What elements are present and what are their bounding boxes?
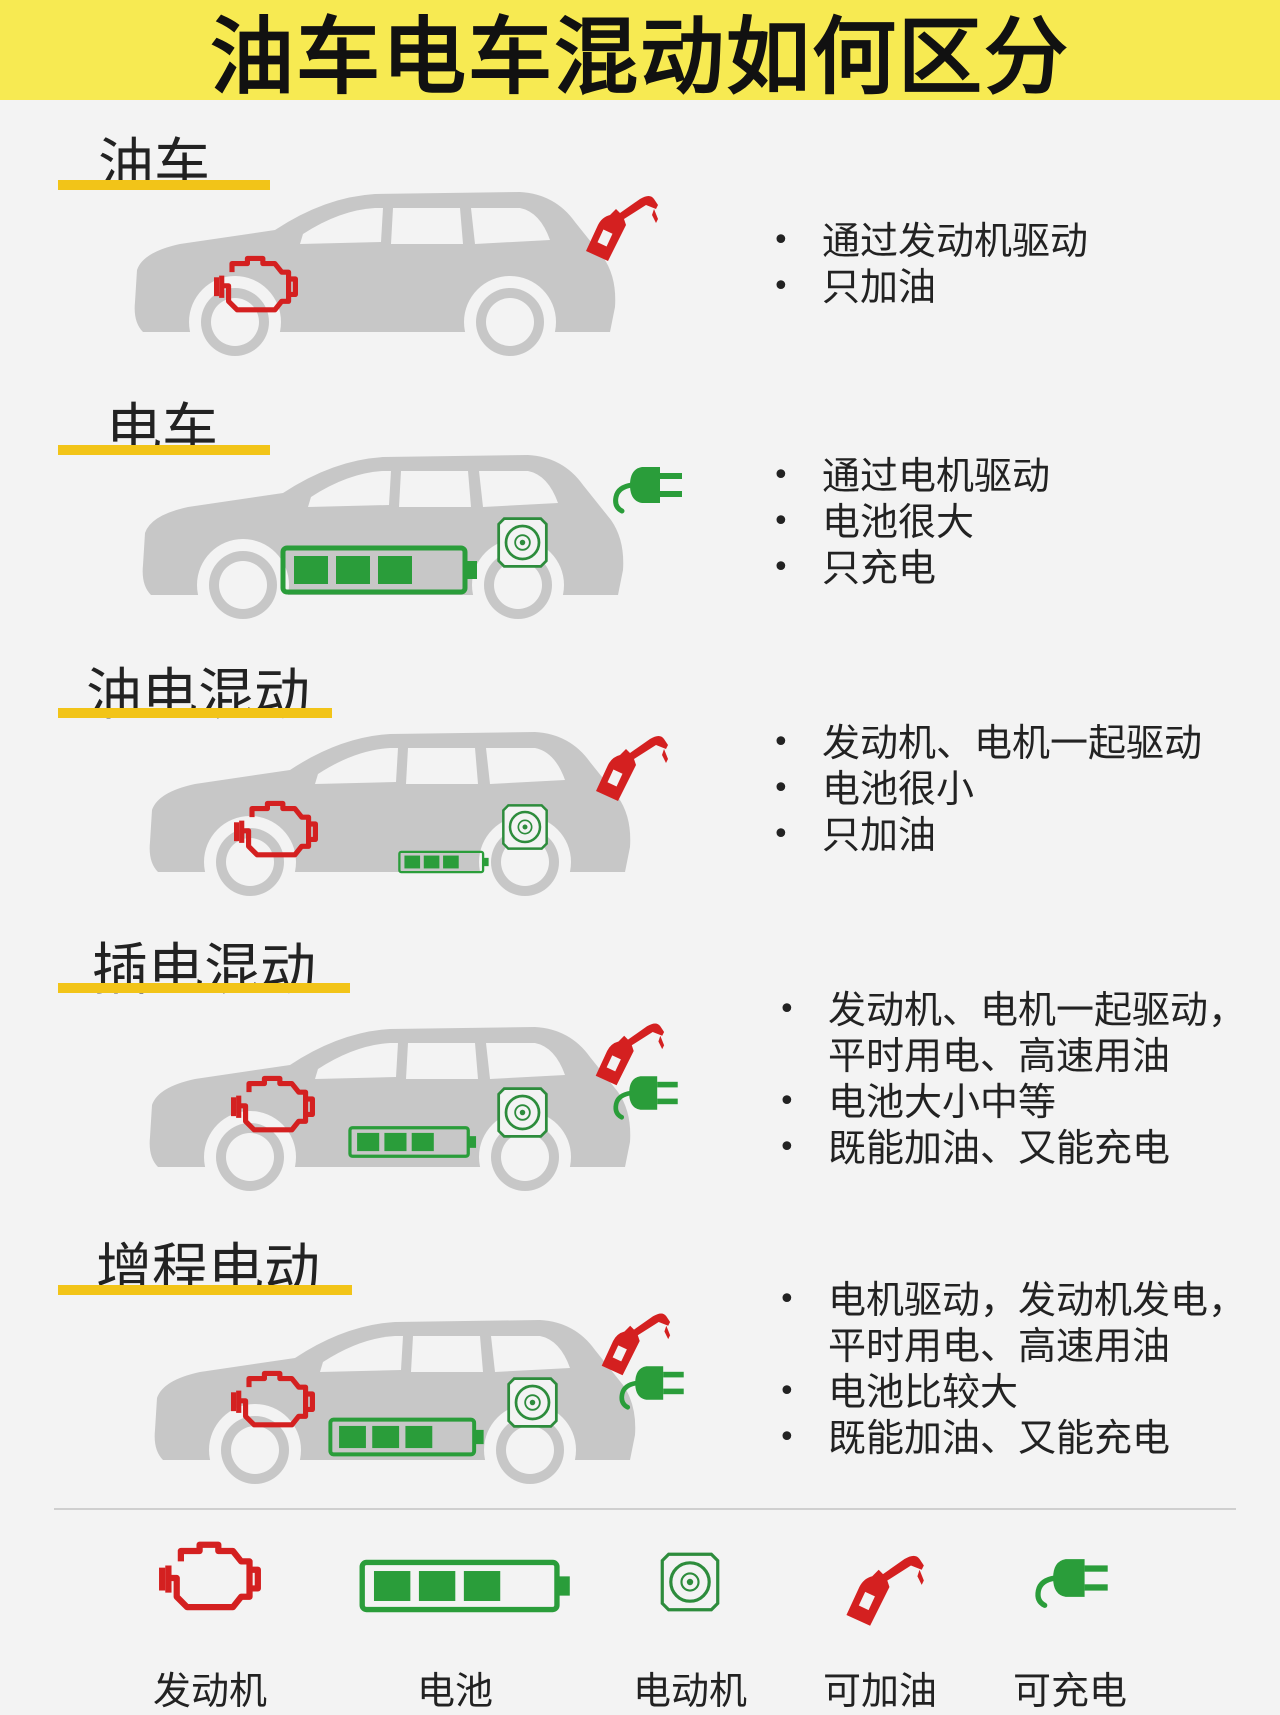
motor-icon bbox=[658, 1550, 722, 1614]
section-title: 油电混动 bbox=[86, 663, 310, 728]
charging-plug-icon bbox=[1030, 1546, 1114, 1610]
charging-plug-icon bbox=[608, 1065, 684, 1121]
motor-icon bbox=[495, 1085, 550, 1140]
motor-icon bbox=[505, 1375, 560, 1430]
feature-item-continued: 平时用电、高速用油 bbox=[828, 1324, 1171, 1368]
section-plugin-hybrid: 插电混动 发动机、电机一起驱动， 平时用电、高速用油 电池大小中等 既能加油、又… bbox=[0, 925, 1280, 1195]
engine-icon bbox=[230, 1075, 316, 1135]
battery-icon bbox=[328, 1417, 486, 1457]
feature-item: 电机驱动，发动机发电， bbox=[778, 1277, 1246, 1323]
section-range-extender: 增程电动 电机驱动，发动机发电， 平时用电、高速用油 电池比较大 既能加油、又能… bbox=[0, 1225, 1280, 1495]
feature-item-continued: 平时用电、高速用油 bbox=[828, 1034, 1171, 1078]
battery-icon bbox=[398, 850, 490, 874]
feature-list: 通过电机驱动 电池很大 只充电 bbox=[772, 453, 1050, 591]
title-underline bbox=[58, 445, 270, 455]
car-illustration bbox=[145, 1310, 645, 1490]
battery-icon bbox=[348, 1125, 478, 1159]
page-title: 油车电车混动如何区分 bbox=[209, 7, 1070, 106]
feature-item: 只加油 bbox=[772, 812, 1202, 858]
car-illustration bbox=[140, 1017, 640, 1197]
feature-item: 电池很小 bbox=[772, 766, 1202, 812]
fuel-nozzle-icon bbox=[840, 1544, 926, 1630]
car-illustration bbox=[140, 722, 640, 902]
feature-list: 发动机、电机一起驱动 电池很小 只加油 bbox=[772, 720, 1202, 858]
section-gas-car: 油车 通过发动机驱动 只加油 bbox=[0, 120, 1280, 390]
battery-icon bbox=[359, 1558, 573, 1614]
fuel-nozzle-icon bbox=[590, 725, 670, 805]
title-underline bbox=[58, 180, 270, 190]
legend-label: 可加油 bbox=[822, 1669, 937, 1713]
engine-icon bbox=[230, 1370, 316, 1430]
battery-icon bbox=[280, 545, 480, 595]
fuel-nozzle-icon bbox=[580, 185, 660, 265]
car-illustration bbox=[125, 182, 625, 362]
section-title: 插电混动 bbox=[92, 938, 316, 1003]
section-electric-car: 电车 通过电机驱动 电池很大 只充电 bbox=[0, 385, 1280, 655]
engine-icon bbox=[233, 800, 319, 860]
feature-item: 只加油 bbox=[772, 264, 1088, 310]
feature-item: 电池很大 bbox=[772, 499, 1050, 545]
motor-icon bbox=[500, 802, 550, 852]
feature-list: 电机驱动，发动机发电， 平时用电、高速用油 电池比较大 既能加油、又能充电 bbox=[778, 1277, 1246, 1461]
feature-item: 电池大小中等 bbox=[778, 1079, 1246, 1125]
feature-item: 通过电机驱动 bbox=[772, 453, 1050, 499]
feature-item: 只充电 bbox=[772, 545, 1050, 591]
feature-list: 发动机、电机一起驱动， 平时用电、高速用油 电池大小中等 既能加油、又能充电 bbox=[778, 987, 1246, 1171]
feature-item: 电池比较大 bbox=[778, 1369, 1246, 1415]
engine-icon bbox=[158, 1540, 262, 1614]
feature-item: 通过发动机驱动 bbox=[772, 218, 1088, 264]
charging-plug-icon bbox=[608, 455, 688, 515]
feature-item: 发动机、电机一起驱动， bbox=[778, 987, 1246, 1033]
title-underline bbox=[58, 708, 332, 718]
motor-icon bbox=[495, 515, 550, 570]
engine-icon bbox=[213, 255, 299, 315]
legend-label: 电动机 bbox=[632, 1669, 747, 1713]
feature-list: 通过发动机驱动 只加油 bbox=[772, 218, 1088, 310]
header-banner: 油车电车混动如何区分 bbox=[0, 0, 1280, 106]
section-hybrid: 油电混动 发动机、电机一起驱动 电池很小 只加油 bbox=[0, 650, 1280, 920]
feature-item: 既能加油、又能充电 bbox=[778, 1125, 1246, 1171]
legend-divider bbox=[54, 1508, 1236, 1510]
feature-item: 既能加油、又能充电 bbox=[778, 1415, 1246, 1461]
legend-label: 可充电 bbox=[1012, 1669, 1127, 1713]
title-underline bbox=[58, 1285, 352, 1295]
title-underline bbox=[58, 983, 350, 993]
car-illustration bbox=[133, 445, 633, 625]
charging-plug-icon bbox=[614, 1355, 690, 1411]
legend-label: 电池 bbox=[416, 1669, 493, 1713]
legend-label: 发动机 bbox=[152, 1669, 267, 1713]
feature-item: 发动机、电机一起驱动 bbox=[772, 720, 1202, 766]
